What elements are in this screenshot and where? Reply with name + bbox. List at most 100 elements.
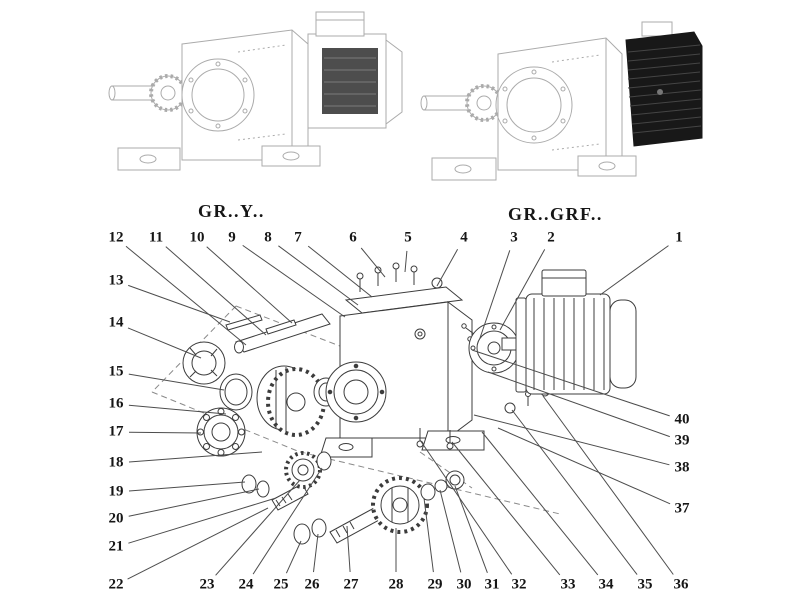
bolt-dot [503, 87, 507, 91]
motor-end-bell [386, 40, 402, 124]
series-label-gr-y: GR..Y.. [198, 201, 265, 221]
bolt-dot [243, 78, 247, 82]
shaft-end [421, 96, 427, 110]
assembled-view-gr-grf [421, 22, 702, 180]
callout-6: 6 [349, 229, 357, 246]
leader-line-23 [216, 480, 300, 575]
callout-18: 18 [108, 454, 124, 471]
fin-line [628, 45, 700, 52]
leader-line-18 [129, 452, 262, 462]
bolt-dot [561, 87, 565, 91]
callout-27: 27 [343, 576, 359, 593]
callout-21: 21 [108, 538, 124, 555]
callout-2: 2 [547, 229, 555, 246]
fin-line [633, 126, 701, 133]
bolt-dot [189, 78, 193, 82]
leader-line-4 [437, 249, 458, 286]
bolt-dot [216, 62, 220, 66]
intermediate-pinion [242, 475, 308, 510]
foot-right [578, 156, 636, 176]
hidden-line [552, 144, 600, 150]
leader-line-16 [129, 405, 226, 414]
foot-hole [455, 165, 471, 173]
fin-line [631, 108, 701, 115]
input-shaft [235, 314, 331, 353]
callout-12: 12 [108, 229, 124, 246]
assembled-view-gr-y [109, 12, 402, 170]
callout-28: 28 [388, 576, 404, 593]
callout-24: 24 [238, 576, 254, 593]
callout-17: 17 [108, 423, 124, 440]
oil-seal [183, 342, 225, 384]
leader-line-13 [128, 285, 230, 322]
front-boss-inner [192, 69, 244, 121]
fin-line [628, 54, 700, 61]
callout-22: 22 [108, 576, 124, 593]
bolt-dot [532, 136, 536, 140]
callout-33: 33 [560, 576, 576, 593]
foot-left [432, 158, 496, 180]
retaining-ring [220, 374, 252, 410]
leader-line-2 [500, 249, 545, 330]
spacer-ring [317, 452, 331, 470]
leader-line-27 [347, 526, 350, 572]
leader-line-20 [129, 489, 259, 516]
leader-line-5 [405, 251, 407, 272]
hidden-line [238, 45, 286, 52]
shaft-key [226, 315, 262, 330]
leader-line-14 [128, 328, 201, 358]
callout-23: 23 [199, 576, 215, 593]
bolt-dot [243, 109, 247, 113]
callout-29: 29 [427, 576, 443, 593]
bolt-dot [532, 70, 536, 74]
callout-8: 8 [264, 229, 272, 246]
front-boss-inner [507, 78, 561, 132]
hidden-line [552, 55, 600, 62]
callout-4: 4 [460, 229, 468, 246]
callout-9: 9 [228, 229, 236, 246]
callout-13: 13 [108, 272, 124, 289]
leader-line-37 [498, 428, 670, 504]
leader-line-15 [129, 374, 224, 390]
leader-line-19 [129, 482, 245, 491]
fin-line [632, 117, 701, 124]
callout-40: 40 [674, 411, 690, 428]
leader-line-25 [286, 541, 301, 573]
leader-line-17 [129, 432, 201, 433]
shaft-end [109, 86, 115, 100]
callout-20: 20 [108, 510, 124, 527]
bolt-dot [561, 119, 565, 123]
callout-34: 34 [598, 576, 614, 593]
callout-16: 16 [108, 395, 124, 412]
leader-line-39 [488, 372, 670, 437]
gear-small [286, 453, 320, 487]
leader-line-35 [512, 410, 637, 575]
callout-31: 31 [484, 576, 500, 593]
leader-lines [126, 245, 673, 579]
cover-bolts [357, 263, 417, 292]
ball-bearing [197, 408, 245, 456]
leader-line-7 [308, 246, 372, 297]
fin-line [628, 72, 700, 79]
callout-15: 15 [108, 363, 124, 380]
callout-1: 1 [675, 229, 683, 246]
callout-5: 5 [404, 229, 412, 246]
bolt-dot [503, 119, 507, 123]
leader-line-11 [166, 247, 266, 335]
callout-36: 36 [673, 576, 689, 593]
front-boss-outer [182, 59, 254, 131]
leader-line-33 [452, 442, 560, 575]
foot-right [262, 146, 320, 166]
exploded-view [152, 263, 636, 544]
fin-line [628, 81, 700, 88]
leader-line-21 [128, 498, 276, 543]
leader-line-29 [424, 498, 433, 572]
foot-hole [283, 152, 299, 160]
leader-line-3 [480, 250, 510, 338]
callout-38: 38 [674, 459, 690, 476]
coupling-hub [477, 96, 491, 110]
fin-line [629, 90, 701, 97]
callout-7: 7 [294, 229, 302, 246]
